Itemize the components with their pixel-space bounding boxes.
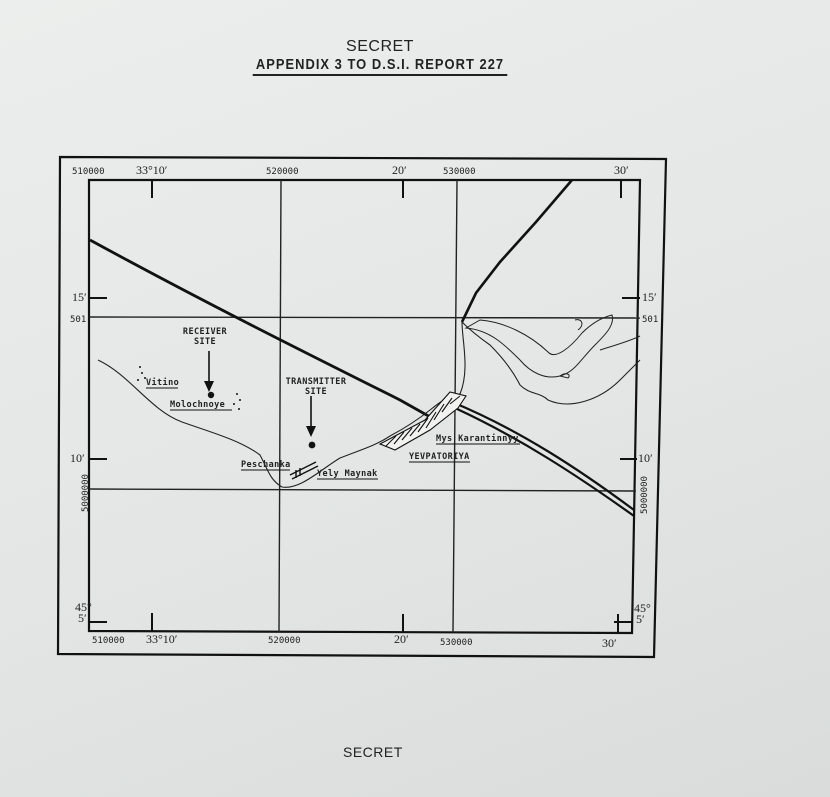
village-dots bbox=[137, 366, 241, 410]
left-tick-label: 10′ bbox=[70, 451, 85, 465]
minute-ticks bbox=[89, 180, 640, 632]
bottom-tick-label: 30′ bbox=[602, 636, 617, 650]
place-yevpatoriya: YEVPATORIYA bbox=[409, 452, 470, 462]
place-molochnoye: Molochnoye bbox=[170, 400, 225, 410]
classification-bottom: SECRET bbox=[343, 744, 403, 760]
right-tick-label: 501 bbox=[642, 315, 658, 325]
lake-shore-3 bbox=[558, 373, 570, 379]
bottom-tick-label: 20′ bbox=[394, 632, 409, 646]
left-tick-label: 5000000 bbox=[81, 474, 91, 512]
bottom-tick-label: 520000 bbox=[268, 636, 301, 646]
transmitter-site-dot bbox=[308, 441, 316, 449]
classification-top: SECRET bbox=[346, 38, 414, 55]
place-mys-karantinnyy: Mys Karantinnyy bbox=[436, 433, 519, 444]
top-tick-label: 510000 bbox=[72, 167, 105, 177]
right-tick-label: 10′ bbox=[638, 451, 653, 465]
railway-southeast-2 bbox=[454, 407, 635, 517]
peschanka-strip bbox=[289, 461, 319, 480]
bottom-tick-label: 33°10′ bbox=[146, 632, 178, 646]
appendix-title: APPENDIX 3 TO D.S.I. REPORT 227 bbox=[53, 56, 707, 76]
place-vitino: Vitino bbox=[146, 377, 179, 388]
appendix-title-text: APPENDIX 3 TO D.S.I. REPORT 227 bbox=[252, 56, 508, 76]
receiver-site-dot bbox=[207, 391, 215, 399]
road-north bbox=[460, 179, 573, 323]
railway-southeast-1 bbox=[451, 400, 635, 511]
transmitter-site-label: TRANSMITTER bbox=[286, 377, 347, 387]
yevpatoriya-town-hatch bbox=[378, 391, 467, 451]
bottom-tick-label: 530000 bbox=[440, 638, 473, 648]
left-tick-label: 45° bbox=[75, 600, 92, 614]
coastline bbox=[97, 320, 641, 488]
place-yely-maynak: Yely Maynak bbox=[317, 469, 378, 479]
lake-shore-2 bbox=[574, 319, 583, 331]
lake-shore-4 bbox=[599, 335, 641, 351]
top-tick-label: 33°10′ bbox=[136, 163, 168, 177]
receiver-arrow-head bbox=[204, 381, 214, 392]
bottom-tick-label: 510000 bbox=[92, 636, 125, 646]
top-tick-label: 20′ bbox=[392, 163, 407, 177]
left-tick-label: 5′ bbox=[78, 611, 87, 625]
transmitter-site-label: SITE bbox=[305, 387, 327, 397]
grid-line-n500 bbox=[88, 488, 637, 492]
right-tick-label: 5000000 bbox=[640, 476, 650, 514]
map-outer-frame bbox=[56, 155, 668, 659]
grid-line-n501 bbox=[88, 316, 641, 319]
right-tick-label: 15′ bbox=[642, 290, 657, 304]
place-peschanka: Peschanka bbox=[241, 460, 291, 470]
top-tick-label: 530000 bbox=[443, 167, 476, 177]
transmitter-arrow-head bbox=[306, 426, 316, 437]
receiver-site-label: RECEIVER bbox=[183, 327, 228, 337]
right-tick-label: 5′ bbox=[636, 612, 645, 626]
left-tick-label: 501 bbox=[70, 315, 86, 325]
top-tick-label: 30′ bbox=[614, 163, 629, 177]
lake-shore-1 bbox=[464, 314, 614, 378]
top-tick-label: 520000 bbox=[266, 167, 299, 177]
left-tick-label: 15′ bbox=[72, 290, 87, 304]
receiver-site-label: SITE bbox=[194, 337, 216, 347]
grid-line-e520000 bbox=[278, 179, 282, 633]
right-tick-label: 45° bbox=[634, 601, 651, 615]
railway-line bbox=[89, 238, 433, 420]
